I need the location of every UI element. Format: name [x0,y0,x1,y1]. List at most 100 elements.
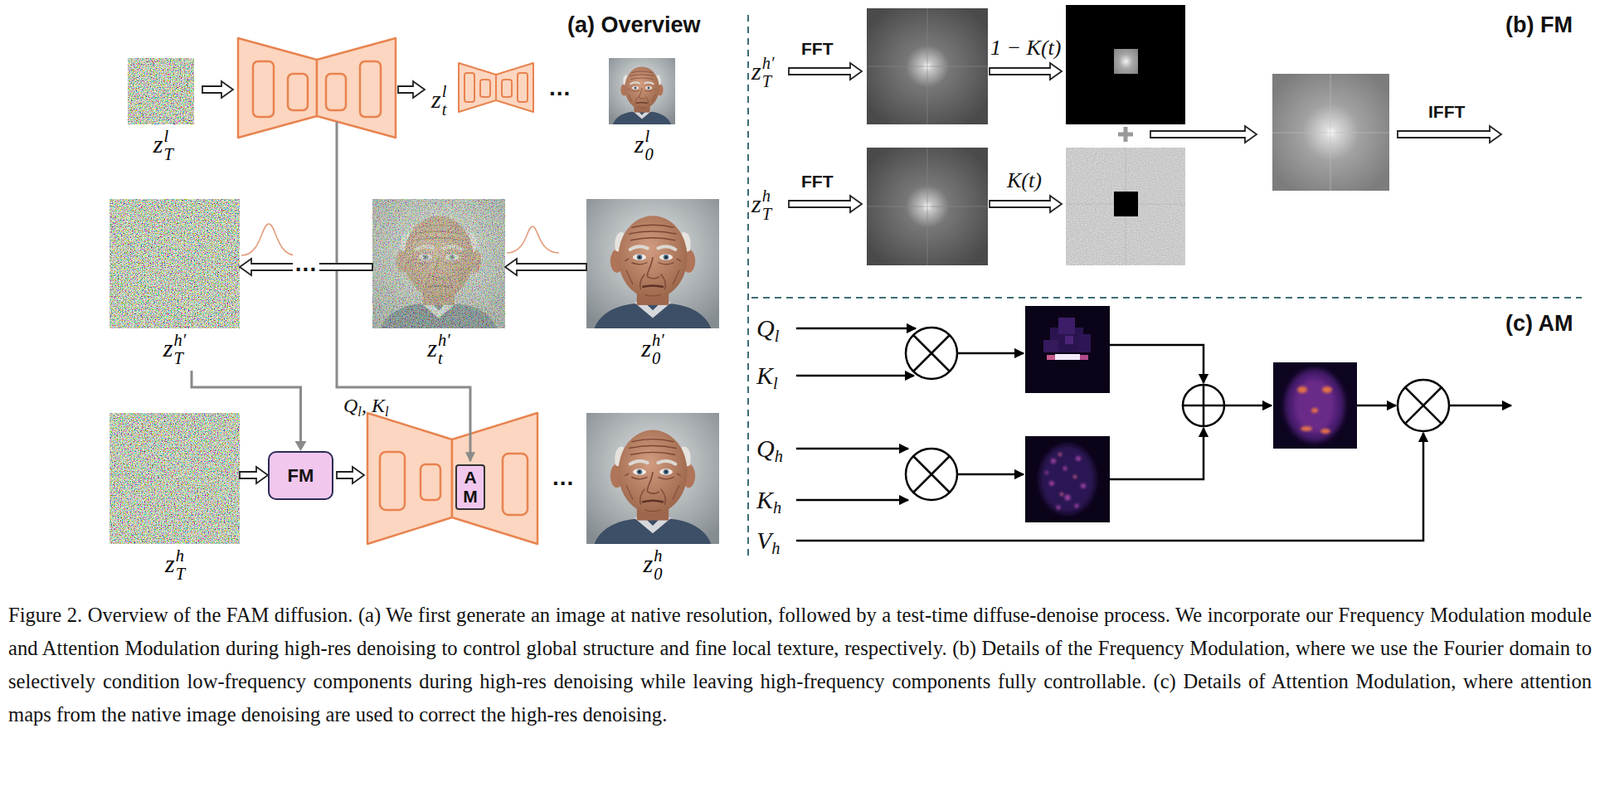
script-stack: th′ [437,331,451,349]
label: (b) FM [1505,11,1573,39]
multiply-symbol [905,327,1450,501]
module-box: FM [267,451,334,501]
text-part: h [774,447,783,466]
unet-small [458,63,534,112]
image-node: zTh′ [109,199,240,371]
text-part: h [762,187,771,205]
connector [191,370,307,452]
text-part: h′ [437,331,451,349]
text-part: h [773,498,782,517]
text-part: h [653,547,662,565]
text-part: z [751,189,762,218]
spectrum-image [866,8,988,125]
text-part: Q [756,314,775,342]
node-text: zTh [109,547,240,587]
hollow-arrow [788,195,862,213]
unet [238,38,396,138]
image-node: zTl [127,58,195,167]
text-part: z [165,549,176,578]
node-text: z0h′ [586,331,720,371]
script-stack: Tl [164,127,170,145]
node-text: FM [287,465,315,487]
noise-image [127,58,195,125]
image-node: zth′ [372,199,506,371]
lowpass-spectrum [1065,4,1186,125]
edge-label: ... [292,252,320,276]
highpass-spectrum [1065,147,1186,266]
label: (c) AM [1505,310,1574,337]
hollow-arrow [1150,126,1257,143]
label: ztl [431,82,447,122]
label: zTh [751,187,771,227]
node-text: A M [458,468,482,506]
face-image [608,58,676,125]
text-part: h′ [174,331,187,349]
hollow-arrow [505,258,587,276]
image-node: z0h′ [586,199,720,371]
text-part: z [163,334,174,362]
node-text: zTl [127,127,195,167]
text-part: z [634,130,645,158]
spectrum-image [866,147,988,266]
text-part: V [756,526,772,555]
text-part: 0 [645,145,654,163]
node-text: z0h [586,547,720,587]
node-text: zth′ [372,331,506,371]
text-part: 0 [651,350,661,367]
attention-wire [336,121,471,462]
hollow-arrow [989,63,1062,80]
label: Qh [756,432,783,474]
hollow-arrow [239,466,268,484]
text-part: T [174,350,184,367]
hollow-arrow [398,81,425,98]
node-text: z0l [608,127,676,167]
caption: Figure 2. Overview of the FAM diffusion.… [8,598,1592,732]
text-part: h [771,539,780,558]
text-part: K [756,486,774,514]
label: FFT [801,170,833,192]
arrowhead [295,441,307,452]
script-stack: 0h′ [651,331,665,349]
text-part: 0 [653,565,662,583]
text-part: h′ [651,331,665,349]
module-box-small: A M [455,464,486,511]
text-part: T [164,145,174,163]
image-node: zTh [109,413,240,587]
label: ... [549,76,571,100]
label: ... [552,466,574,490]
gaussian-curve [506,226,560,253]
script-stack: 0l [645,127,651,145]
connector-line [191,370,302,443]
attention-map [1025,306,1110,394]
script-stack: Th′ [174,331,187,349]
text-part: l [645,127,651,145]
label: Ql, Kl [343,393,389,426]
text-part: l [384,403,390,420]
hollow-arrow [202,81,234,98]
label: Kl [756,359,779,401]
text-part: z [427,334,438,362]
script-stack: tl [442,82,448,100]
text-part: z [641,334,652,362]
hollow-arrow [788,63,862,80]
text-part: l [442,82,448,100]
label: Kh [756,483,782,526]
text-part: K [756,361,774,390]
noise-overlay [372,199,506,329]
label: FFT [801,38,833,59]
label: Ql [756,311,779,354]
label: Vh [756,524,781,566]
merged-spectrum [1272,73,1390,191]
text-part: t [442,101,448,118]
script-stack: 0h [653,547,662,565]
text-part: T [762,205,772,223]
text-part: T [175,565,185,583]
label: (a) Overview [567,11,701,39]
hollow-arrow [989,195,1062,213]
connector [505,258,587,276]
hollow-arrow [1397,126,1502,143]
plus-symbol [1118,126,1134,142]
script-stack: Th [175,547,185,565]
attention-map [1273,362,1357,449]
